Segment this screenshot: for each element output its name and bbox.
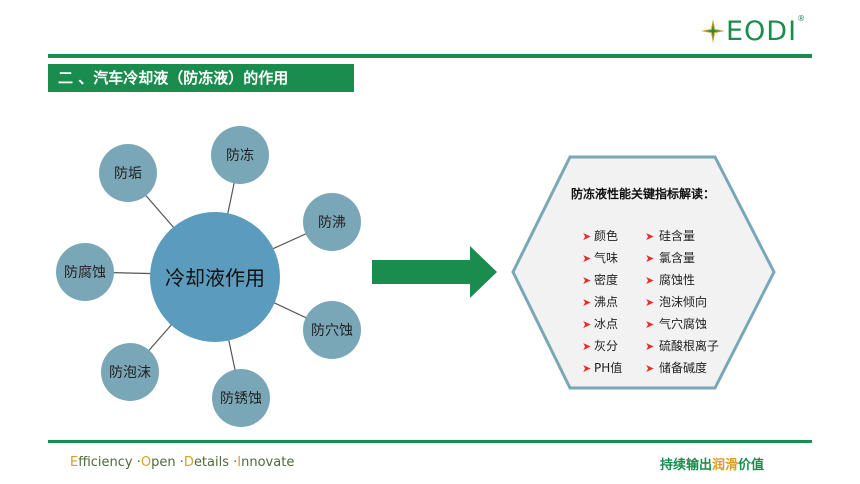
function-label: 防沸 <box>318 215 346 231</box>
svg-text:➤: ➤ <box>645 340 654 353</box>
svg-text:➤: ➤ <box>582 318 591 331</box>
function-label: 防穴蚀 <box>311 323 353 339</box>
function-node: 防泡沫 <box>101 343 159 401</box>
function-node: 防冻 <box>211 126 269 184</box>
logo-registered-mark: ® <box>797 13 806 23</box>
logo: EODI ® <box>700 14 805 48</box>
indicator-item: 氯含量 <box>659 250 695 265</box>
logo-text: EODI <box>726 15 798 47</box>
indicator-item: 储备碱度 <box>659 360 707 375</box>
function-label: 防锈蚀 <box>220 391 262 407</box>
indicator-item: 灰分 <box>594 339 618 353</box>
indicator-item: 密度 <box>594 272 618 287</box>
logo-star-icon <box>701 19 725 43</box>
svg-text:➤: ➤ <box>582 362 591 375</box>
svg-text:➤: ➤ <box>645 362 654 375</box>
svg-text:➤: ➤ <box>645 296 654 309</box>
indicator-item: PH值 <box>594 360 622 375</box>
function-node: 防垢 <box>99 144 157 202</box>
indicator-item: 腐蚀性 <box>659 272 695 287</box>
right-indicator-list: ➤ 硅含量 ➤ 氯含量 ➤ 腐蚀性 ➤ 泡沫倾向 ➤ 气穴腐蚀 ➤ 硫酸根离子 … <box>645 228 719 375</box>
function-node: 防沸 <box>303 193 361 251</box>
left-indicator-list: ➤ 颜色 ➤ 气味 ➤ 密度 ➤ 沸点 ➤ 冰点 ➤ 灰分 ➤ PH值 <box>582 228 622 375</box>
footer-motto: Efficiency ·Open ·Details ·Innovate <box>70 455 295 470</box>
svg-text:➤: ➤ <box>645 318 654 331</box>
footer-divider <box>48 440 812 443</box>
indicator-item: 气穴腐蚀 <box>659 316 707 331</box>
right-arrow-icon <box>372 246 497 298</box>
indicator-item: 气味 <box>594 250 618 265</box>
function-node: 防穴蚀 <box>303 301 361 359</box>
function-label: 防泡沫 <box>109 365 151 381</box>
center-label: 冷却液作用 <box>165 266 265 290</box>
indicator-item: 沸点 <box>594 295 618 309</box>
function-node: 防腐蚀 <box>56 243 114 301</box>
indicator-item: 泡沫倾向 <box>659 294 707 309</box>
indicator-item: 硫酸根离子 <box>659 338 719 353</box>
svg-text:➤: ➤ <box>582 230 591 243</box>
function-label: 防冻 <box>226 147 254 164</box>
indicator-hexagon: 防冻液性能关键指标解读： ➤ 颜色 ➤ 气味 ➤ 密度 ➤ 沸点 ➤ 冰点 ➤ … <box>511 155 776 390</box>
center-node: 冷却液作用 <box>150 212 280 342</box>
footer-slogan: 持续输出润滑价值 <box>660 458 765 473</box>
header-divider <box>48 54 812 58</box>
svg-text:➤: ➤ <box>645 274 654 287</box>
function-node: 防锈蚀 <box>212 369 270 427</box>
hexagon-title: 防冻液性能关键指标解读： <box>571 186 715 201</box>
indicator-item: 颜色 <box>594 228 618 243</box>
function-label: 防腐蚀 <box>64 264 106 281</box>
svg-text:➤: ➤ <box>645 230 654 243</box>
indicator-item: 硅含量 <box>659 228 695 243</box>
function-label: 防垢 <box>114 166 142 182</box>
svg-text:➤: ➤ <box>582 274 591 287</box>
svg-text:➤: ➤ <box>645 252 654 265</box>
svg-text:➤: ➤ <box>582 252 591 265</box>
svg-text:➤: ➤ <box>582 340 591 353</box>
svg-text:➤: ➤ <box>582 296 591 309</box>
section-title: 二 、汽车冷却液（防冻液）的作用 <box>48 64 354 92</box>
indicator-item: 冰点 <box>594 317 618 331</box>
